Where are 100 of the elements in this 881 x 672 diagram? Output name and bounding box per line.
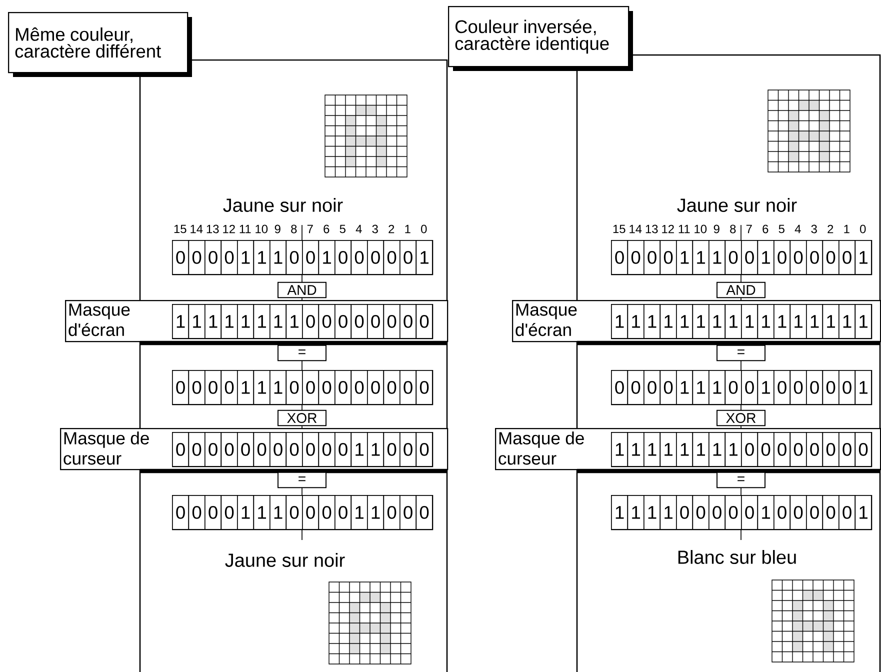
bit-cell: 1 <box>660 304 677 339</box>
bit-cell: 0 <box>286 432 303 467</box>
bit-cell: 0 <box>790 370 807 405</box>
bit-cell: 0 <box>416 495 433 530</box>
bit-cell: 0 <box>204 240 222 275</box>
bit-cell: 0 <box>611 370 628 405</box>
bit-cell: 0 <box>838 240 856 275</box>
bit-cell: 1 <box>692 304 710 339</box>
bit-cell: 0 <box>220 495 238 530</box>
bit-cell: 1 <box>822 304 840 339</box>
bit-cell: 0 <box>286 370 303 405</box>
bit-cell: 0 <box>806 240 824 275</box>
bit-cell: 1 <box>757 304 774 339</box>
bit-cell: 0 <box>400 432 417 467</box>
bit-cell: 0 <box>774 240 791 275</box>
bit-register <box>172 370 434 406</box>
bit-cell: 0 <box>204 432 222 467</box>
bit-cell: 1 <box>692 240 710 275</box>
bit-cell: 0 <box>334 304 352 339</box>
bit-register <box>172 495 434 530</box>
bit-cell: 1 <box>253 304 270 339</box>
bit-cell: 0 <box>806 370 824 405</box>
bit-cell: 0 <box>302 370 320 405</box>
bit-cell: 0 <box>854 432 872 467</box>
bit-cell: 0 <box>302 304 320 339</box>
bit-cell: 0 <box>724 495 742 530</box>
bit-cell: 0 <box>334 240 352 275</box>
bit-cell: 0 <box>350 240 368 275</box>
bit-cell: 0 <box>204 495 222 530</box>
bit-cell: 1 <box>676 370 694 405</box>
bit-cell: 1 <box>676 304 694 339</box>
bit-cell: 0 <box>757 432 774 467</box>
bit-cell: 0 <box>188 495 206 530</box>
operator-box: AND <box>716 282 766 298</box>
bit-cell: 1 <box>627 304 644 339</box>
bit-cell: 0 <box>318 370 336 405</box>
operator-box: AND <box>278 282 326 298</box>
bit-cell: 1 <box>611 495 628 530</box>
bit-cell: 1 <box>204 304 222 339</box>
bit-cell: 1 <box>724 432 742 467</box>
bit-cell: 0 <box>774 495 791 530</box>
bit-cell: 0 <box>724 370 742 405</box>
bit-cell: 1 <box>350 432 368 467</box>
bit-cell: 0 <box>334 432 352 467</box>
bit-cell: 1 <box>644 304 661 339</box>
bit-cell: 0 <box>806 495 824 530</box>
bit-register <box>611 304 872 340</box>
bit-cell: 0 <box>790 495 807 530</box>
bit-cell: 1 <box>237 495 254 530</box>
bit-cell: 1 <box>757 240 774 275</box>
bit-cell: 0 <box>400 240 417 275</box>
bit-cell: 1 <box>627 495 644 530</box>
bit-cell: 1 <box>367 432 384 467</box>
title-box: Même couleur, caractère différent <box>8 12 192 77</box>
bit-cell: 1 <box>676 432 694 467</box>
operator-box: = <box>716 344 766 362</box>
bit-cell: 0 <box>644 370 661 405</box>
bit-cell: 0 <box>350 370 368 405</box>
bit-cell: 1 <box>627 432 644 467</box>
bit-cell: 1 <box>692 432 710 467</box>
bit-cell: 0 <box>838 432 856 467</box>
bit-cell: 0 <box>627 370 644 405</box>
bit-cell: 1 <box>741 304 758 339</box>
bit-cell: 1 <box>692 370 710 405</box>
bit-cell: 1 <box>774 304 791 339</box>
bit-cell: 0 <box>383 240 400 275</box>
bit-cell: 0 <box>806 432 824 467</box>
bit-cell: 0 <box>822 240 840 275</box>
bit-cell: 1 <box>611 304 628 339</box>
bit-cell: 1 <box>676 240 694 275</box>
bit-cell: 0 <box>172 432 190 467</box>
bit-cell: 0 <box>660 370 677 405</box>
bit-cell: 0 <box>302 495 320 530</box>
bit-cell: 0 <box>790 240 807 275</box>
bit-cell: 0 <box>367 370 384 405</box>
operator-box: XOR <box>278 410 326 426</box>
bit-cell: 1 <box>790 304 807 339</box>
bit-cell: 0 <box>286 495 303 530</box>
bit-cell: 1 <box>367 495 384 530</box>
bit-cell: 1 <box>644 495 661 530</box>
color-caption: Jaune sur noir <box>223 198 343 212</box>
bit-cell: 0 <box>400 495 417 530</box>
bit-register <box>611 370 872 406</box>
bit-cell: 0 <box>838 495 856 530</box>
bit-cell: 0 <box>400 370 417 405</box>
bit-cell: 0 <box>172 495 190 530</box>
bit-cell: 0 <box>172 370 190 405</box>
color-caption: Jaune sur noir <box>677 198 797 212</box>
operator-box: = <box>716 472 766 488</box>
color-caption: Jaune sur noir <box>225 553 345 567</box>
bit-cell: 0 <box>188 240 206 275</box>
bit-cell: 1 <box>350 495 368 530</box>
bit-register <box>611 240 872 276</box>
bit-cell: 0 <box>367 304 384 339</box>
bit-cell: 1 <box>854 304 872 339</box>
bit-cell: 1 <box>220 304 238 339</box>
bit-cell: 1 <box>757 495 774 530</box>
bit-cell: 0 <box>302 240 320 275</box>
bit-cell: 0 <box>383 304 400 339</box>
bit-cell: 1 <box>270 495 287 530</box>
